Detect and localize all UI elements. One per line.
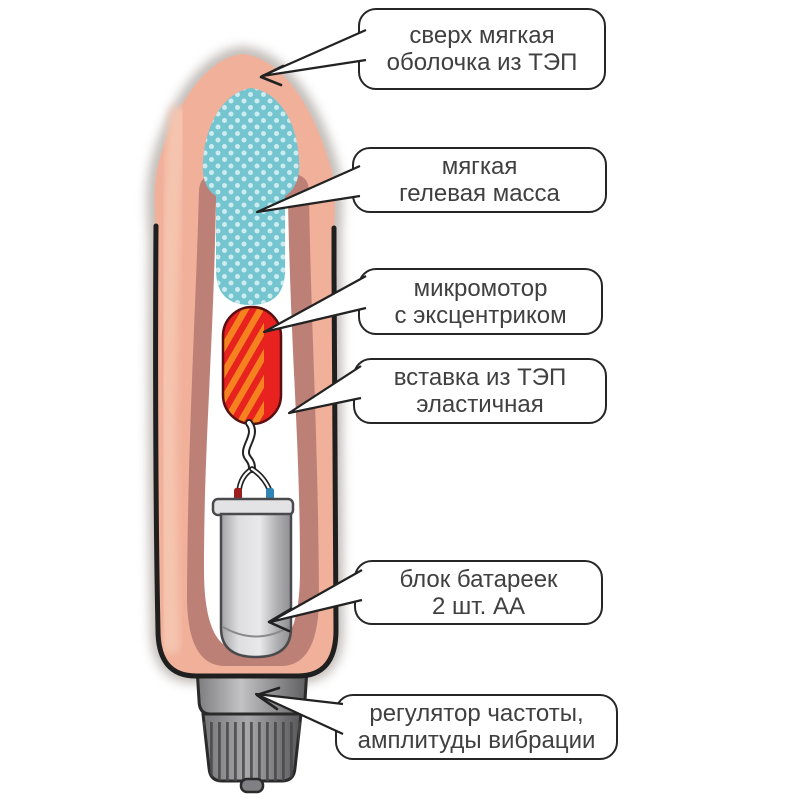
callout-vibration-regulator-line1: регулятор частоты, — [369, 700, 584, 727]
callout-tpe-insert-line2: эластичная — [416, 391, 544, 418]
callout-micromotor: микромотор с эксцентриком — [358, 268, 603, 335]
micromotor — [221, 305, 283, 426]
callout-vibration-regulator-line2: амплитуды вибрации — [357, 727, 596, 754]
callout-micromotor-line2: с эксцентриком — [394, 301, 567, 329]
callout-gel-mass: мягкая гелевая масса — [352, 147, 607, 213]
gel-mass — [202, 88, 300, 305]
body-highlight — [158, 106, 187, 654]
callout-vibration-regulator: регулятор частоты, амплитуды вибрации — [335, 694, 618, 760]
callout-soft-shell: сверх мягкая оболочка из ТЭП — [358, 8, 606, 90]
callout-soft-shell-line2: оболочка из ТЭП — [386, 49, 578, 76]
callout-micromotor-line1: микромотор — [413, 274, 548, 302]
callout-tpe-insert: вставка из ТЭП эластичная — [353, 358, 607, 424]
battery-pack — [211, 497, 295, 659]
battery-cap — [211, 497, 295, 517]
callout-battery-pack-line2: 2 шт. АА — [432, 592, 525, 620]
callout-soft-shell-line1: сверх мягкая — [409, 22, 555, 49]
regulator-bottom-nub — [239, 777, 265, 794]
callout-gel-mass-line2: гелевая масса — [399, 180, 560, 207]
body-outline — [153, 223, 339, 679]
regulator-knob-ribs — [203, 722, 301, 781]
callout-battery-pack-line1: блок батареек — [399, 565, 558, 593]
callout-battery-pack: блок батареек 2 шт. АА — [354, 560, 603, 625]
callout-gel-mass-line1: мягкая — [441, 153, 518, 180]
frequency-regulator-base — [195, 666, 309, 794]
callout-tpe-insert-line1: вставка из ТЭП — [393, 364, 567, 391]
